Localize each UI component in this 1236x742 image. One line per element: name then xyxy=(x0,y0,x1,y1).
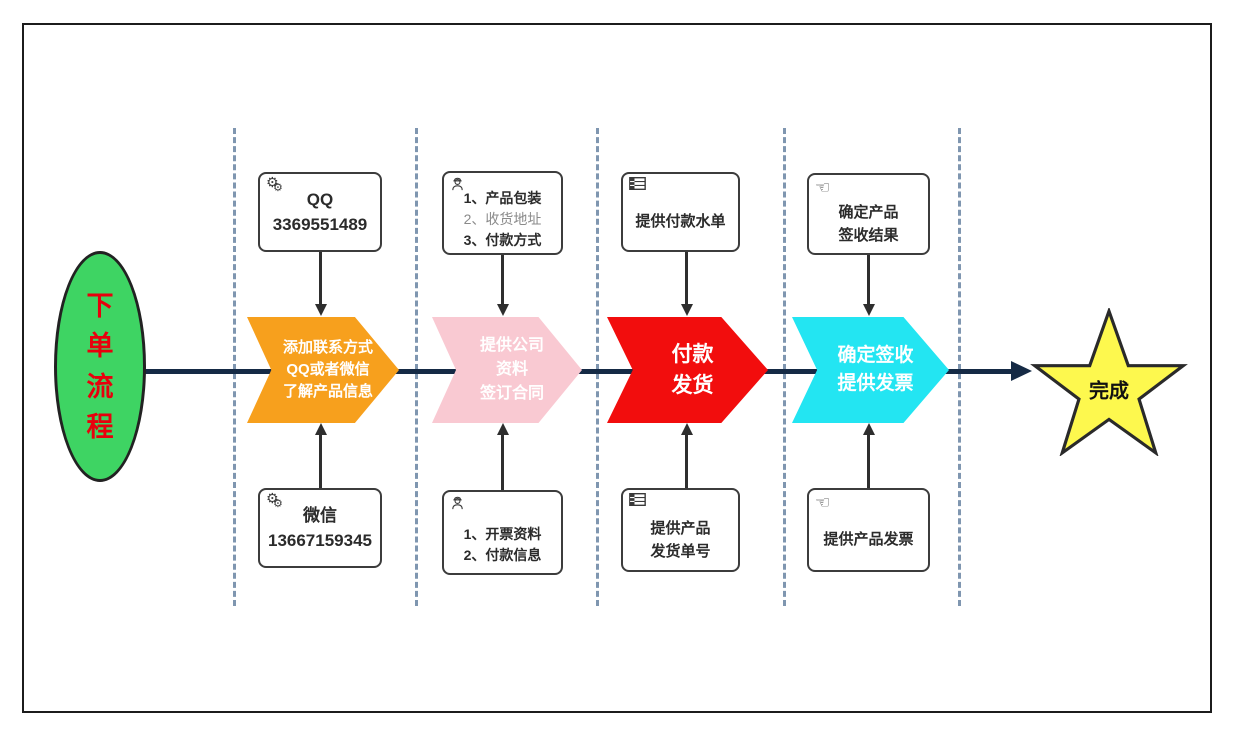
info-box-wechat: ⚙⚙ 微信 13667159345 xyxy=(258,488,382,568)
flow-arrowhead-icon xyxy=(1011,361,1032,381)
info-box-text: 1、开票资料 2、付款信息 xyxy=(463,525,542,563)
info-box-text: 确定产品 签收结果 xyxy=(838,203,899,244)
step-label: 提供公司 资料 签订合同 xyxy=(479,337,544,402)
info-box-package: 1、产品包装 2、收货地址 3、付款方式 xyxy=(442,171,563,255)
step-label: 添加联系方式 QQ或者微信 了解产品信息 xyxy=(282,339,373,400)
star-icon xyxy=(1030,308,1188,456)
info-box-text: 提供产品发票 xyxy=(823,531,914,549)
connector-arrow-down xyxy=(496,255,509,316)
info-box-text: 微信 13667159345 xyxy=(267,505,372,551)
finish-label: 完成 xyxy=(1089,380,1129,403)
lane-divider xyxy=(596,128,599,606)
table-icon xyxy=(629,493,646,511)
info-box-receipt-confirm: ☜ 确定产品 签收结果 xyxy=(807,173,930,255)
gears-icon: ⚙⚙ xyxy=(266,174,283,194)
pointing-hand-icon: ☜ xyxy=(815,178,831,197)
engineer-icon xyxy=(450,176,465,196)
step-label: 付款 发货 xyxy=(671,342,714,398)
start-ellipse: 下 单 流 程 xyxy=(54,251,146,482)
finish-star: 完成 xyxy=(1030,308,1188,456)
info-box-text: QQ 3369551489 xyxy=(272,189,368,235)
lane-divider xyxy=(415,128,418,606)
info-box-text: 提供产品 发货单号 xyxy=(650,519,711,560)
info-box-qq: ⚙⚙ QQ 3369551489 xyxy=(258,172,382,252)
connector-arrow-up xyxy=(680,423,693,488)
connector-arrow-down xyxy=(314,252,327,316)
connector-arrow-up xyxy=(862,423,875,488)
lane-divider xyxy=(958,128,961,606)
gears-icon: ⚙⚙ xyxy=(266,490,283,510)
info-box-shipping-number: 提供产品 发货单号 xyxy=(621,488,740,572)
table-icon xyxy=(629,177,646,195)
lane-divider xyxy=(783,128,786,606)
start-label: 下 单 流 程 xyxy=(86,290,114,443)
connector-arrow-down xyxy=(862,255,875,316)
connector-arrow-up xyxy=(314,423,327,488)
info-box-invoice: ☜ 提供产品发票 xyxy=(807,488,930,572)
engineer-icon xyxy=(450,495,465,515)
info-box-billing: 1、开票资料 2、付款信息 xyxy=(442,490,563,575)
info-box-text: 1、产品包装 2、收货地址 3、付款方式 xyxy=(463,189,542,248)
step-chevron-add-contact: 添加联系方式 QQ或者微信 了解产品信息 xyxy=(247,317,399,423)
lane-divider xyxy=(233,128,236,606)
info-box-text: 提供付款水单 xyxy=(635,213,726,231)
connector-arrow-down xyxy=(680,252,693,316)
step-label: 确定签收 提供发票 xyxy=(837,344,914,395)
connector-arrow-up xyxy=(496,423,509,490)
info-box-payment-slip: 提供付款水单 xyxy=(621,172,740,252)
pointing-hand-icon: ☜ xyxy=(815,493,831,512)
